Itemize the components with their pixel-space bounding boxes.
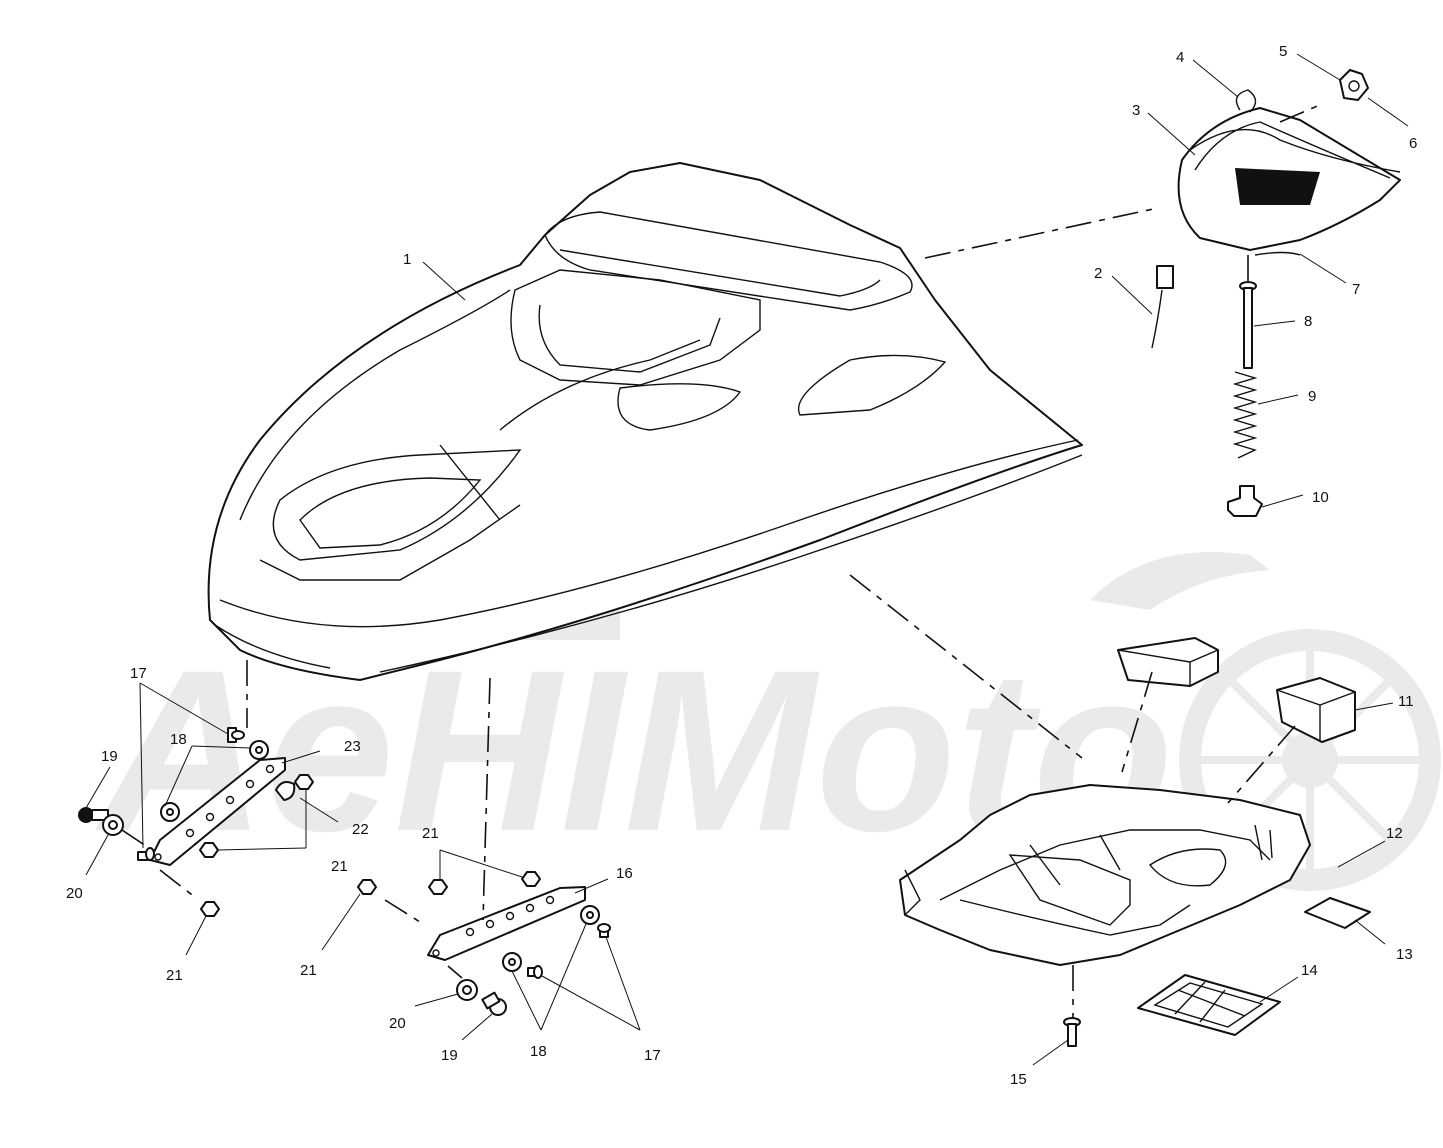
callout-21-a: 21 [331,858,348,875]
callout-20-left: 20 [66,885,83,902]
knob-part [1227,485,1263,517]
callout-15: 15 [1010,1071,1027,1088]
right-bracket-part [427,886,586,961]
connection-lines [121,103,1323,1018]
callout-13: 13 [1396,946,1413,963]
callout-12: 12 [1386,825,1403,842]
callout-19-right: 19 [441,1047,458,1064]
spring-part [1232,371,1258,459]
bottom-pan-part [899,784,1311,966]
callout-7: 7 [1352,281,1360,298]
callout-17-left: 17 [130,665,147,682]
callout-5: 5 [1279,43,1287,60]
left-bracket-part [149,757,286,866]
callout-11: 11 [1398,693,1414,710]
callout-23: 23 [344,738,361,755]
wire-connector-part [1151,265,1174,349]
callout-21-d: 21 [300,962,317,979]
callout-18-left: 18 [170,731,187,748]
callout-21-b: 21 [166,967,183,984]
hood-part [207,162,1083,681]
callout-16: 16 [616,865,633,882]
leader-lines [85,53,1409,1066]
callout-1: 1 [403,251,411,268]
callout-20-right: 20 [389,1015,406,1032]
bolt-part [1063,1017,1081,1047]
decal-part [1304,897,1371,929]
callout-17-right: 17 [644,1047,661,1064]
callout-19-left: 19 [101,748,118,765]
callout-2: 2 [1094,265,1102,282]
callout-labels: 1 2 3 4 5 6 7 8 9 10 11 12 13 14 15 16 1… [66,43,1417,1088]
callout-4: 4 [1176,49,1184,66]
pin-part [1239,281,1257,369]
callout-3: 3 [1132,102,1140,119]
callout-8: 8 [1304,313,1312,330]
callout-21-c: 21 [422,825,439,842]
callout-10: 10 [1312,489,1329,506]
headlight-assembly [1177,69,1401,256]
callout-22: 22 [352,821,369,838]
hardware-parts [78,727,611,1016]
callout-9: 9 [1308,388,1316,405]
callout-6: 6 [1409,135,1417,152]
watermark-wheel-shape [1179,629,1441,891]
foam-block-parts [1117,637,1356,743]
callout-18-right: 18 [530,1043,547,1060]
grille-part [1137,974,1281,1036]
callout-14: 14 [1301,962,1318,979]
